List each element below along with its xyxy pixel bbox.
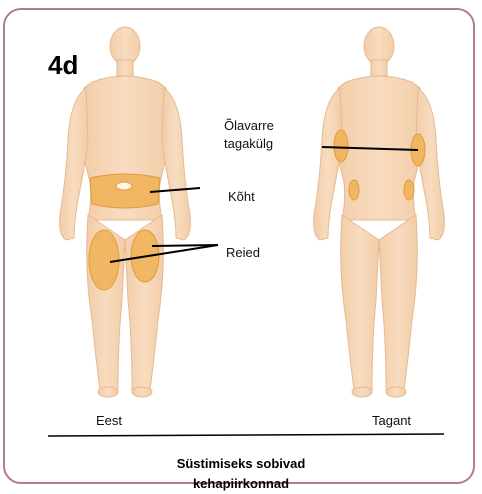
back-view-label: Tagant bbox=[372, 412, 411, 430]
left-back-site bbox=[349, 180, 359, 200]
abdomen-label: Kõht bbox=[228, 188, 255, 206]
upper-arm-label-line-2: tagakülg bbox=[224, 135, 274, 153]
abdomen-injection-site bbox=[90, 174, 160, 208]
right-back-site bbox=[404, 180, 414, 200]
back-body-figure bbox=[314, 27, 445, 397]
upper-arm-label-line-1: Õlavarre bbox=[224, 117, 274, 135]
caption-line-1: Süstimiseks sobivad bbox=[0, 454, 482, 474]
left-thigh-injection-site bbox=[89, 230, 119, 290]
front-view-label: Eest bbox=[96, 412, 122, 430]
front-body-figure bbox=[60, 27, 191, 397]
thigh-leader-line-right bbox=[152, 245, 218, 246]
navel-mark bbox=[116, 182, 132, 190]
caption-line-2: kehapiirkonnad bbox=[0, 474, 482, 494]
thighs-label: Reied bbox=[226, 244, 260, 262]
step-label: 4d bbox=[48, 52, 78, 78]
left-upper-arm-injection-site bbox=[334, 130, 348, 162]
upper-arm-label: Õlavarre tagakülg bbox=[224, 117, 274, 152]
baseline-rule bbox=[48, 434, 444, 436]
caption: Süstimiseks sobivad kehapiirkonnad bbox=[0, 454, 482, 494]
